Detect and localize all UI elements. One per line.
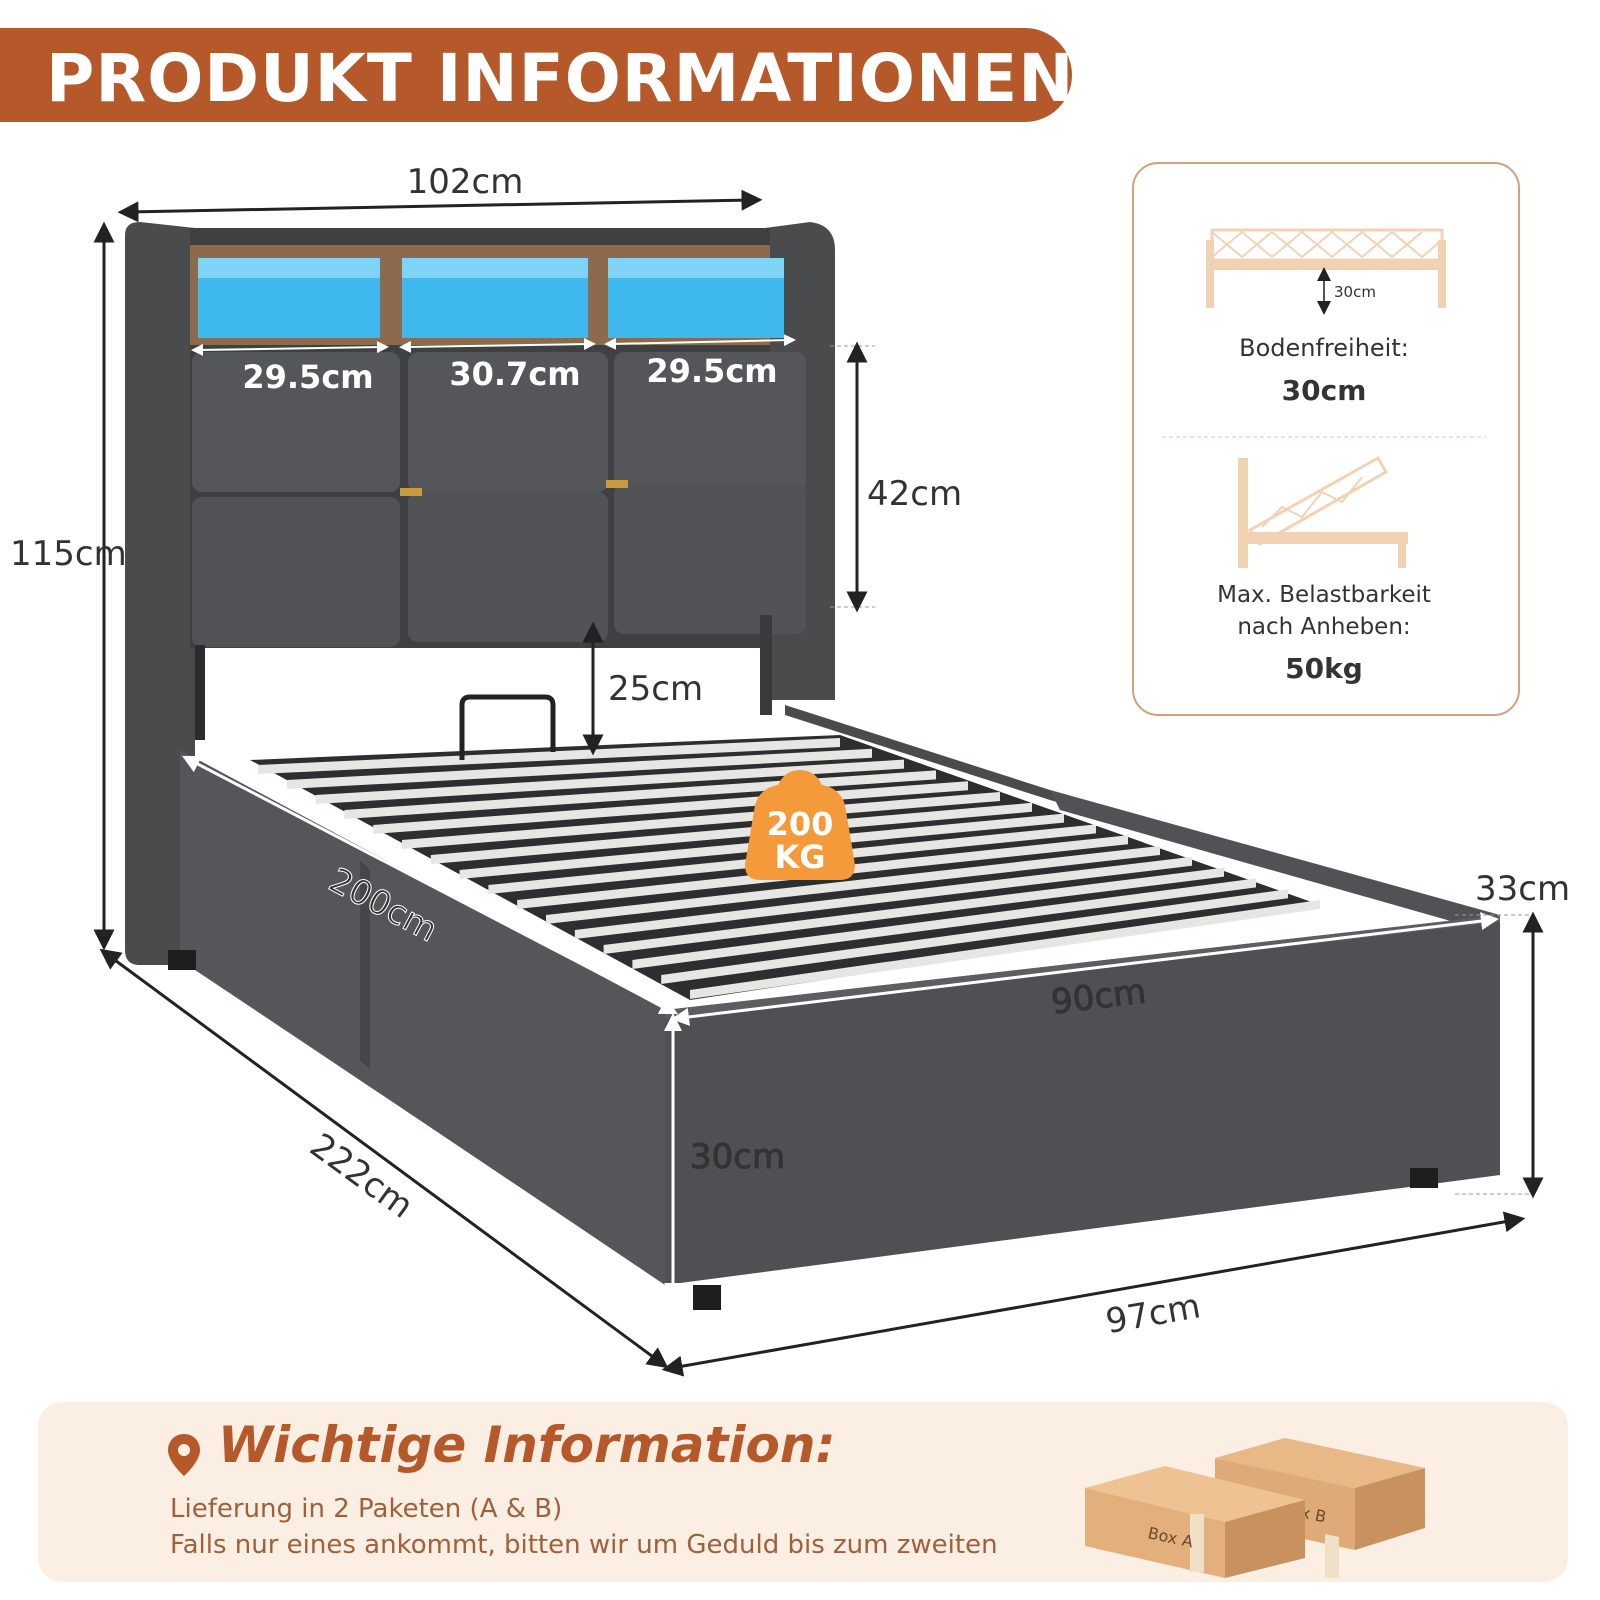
page-title: PRODUKT INFORMATIONEN: [46, 40, 1075, 117]
info-card: [1132, 162, 1520, 716]
dim-total-width: 102cm: [407, 162, 524, 202]
dim-height: 115cm: [10, 534, 127, 574]
weight-badge-value: 200: [767, 805, 834, 843]
bed-illustration: 200 KG 102cm 115cm 29.5cm 30.7cm 29.5cm …: [10, 162, 1570, 1377]
clearance-small-label: 30cm: [1334, 283, 1376, 301]
dim-side-height: 33cm: [1475, 869, 1570, 909]
footer-line-1: Lieferung in 2 Paketen (A & B): [170, 1494, 563, 1524]
delivery-boxes: Box B Box A: [1085, 1438, 1425, 1578]
header-banner: [0, 28, 1072, 122]
lift-label-line2: nach Anheben:: [1237, 614, 1411, 640]
cushion: [192, 497, 400, 647]
cushion: [614, 352, 806, 492]
clearance-label: Bodenfreiheit:: [1239, 334, 1409, 362]
lift-value: 50kg: [1285, 652, 1363, 685]
dim-gap-height: 25cm: [608, 669, 703, 709]
info-card-illustrations: 30cm: [1162, 228, 1486, 568]
clearance-value: 30cm: [1281, 374, 1367, 407]
location-pin-icon: [168, 1434, 200, 1476]
lift-handle: [459, 694, 556, 760]
weight-badge-unit: KG: [774, 838, 825, 876]
dim-shelf-left: 29.5cm: [242, 358, 373, 396]
headboard-left-wing: [125, 222, 195, 965]
weight-badge: [745, 770, 855, 880]
lift-label-line1: Max. Belastbarkeit: [1217, 582, 1431, 608]
cushion: [408, 492, 608, 642]
footer-line-2: Falls nur eines ankommt, bitten wir um G…: [170, 1530, 998, 1560]
dim-shelf-middle: 30.7cm: [449, 355, 580, 393]
footer-title: Wichtige Information:: [218, 1416, 836, 1474]
cushion: [408, 352, 608, 492]
cushion: [192, 352, 400, 492]
dim-shelf-right: 29.5cm: [646, 352, 777, 390]
cushion: [614, 484, 806, 634]
dim-headboard-height: 42cm: [867, 474, 962, 514]
dim-outer-width: 97cm: [1103, 1286, 1204, 1342]
slat: [546, 846, 1160, 924]
dim-frame-height: 30cm: [690, 1137, 785, 1177]
